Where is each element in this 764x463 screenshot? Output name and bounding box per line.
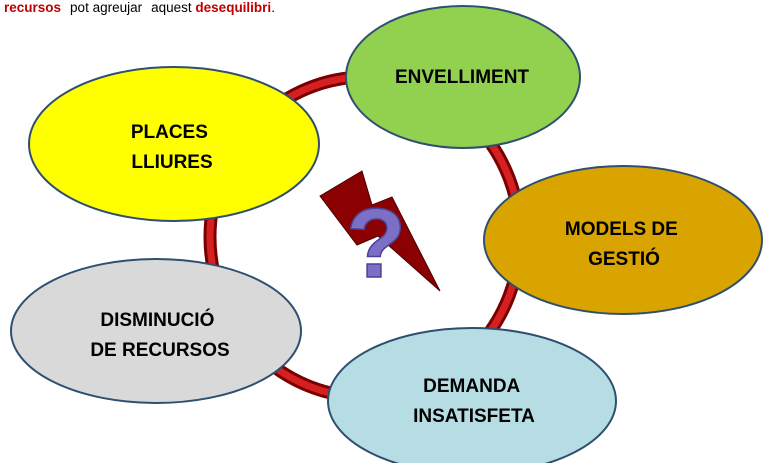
node-places-lliures-label-line1: PLACES [131, 122, 208, 143]
node-places-lliures-label-line2: LLIURES [131, 152, 212, 173]
node-demanda-insatisfeta-shape [327, 327, 617, 463]
node-demanda-insatisfeta: DEMANDA INSATISFETA [327, 327, 617, 463]
node-places-lliures: PLACES LLIURES [28, 66, 320, 222]
intro-sentence: recursos pot agreujar aquest desequilibri. [4, 0, 275, 16]
intro-text-a: pot agreujar [70, 0, 143, 15]
svg-text:DISMINUCIÓ DE RECURSOS: DISMINUCIÓ DE RECURSOS [90, 309, 229, 361]
node-models-gestio: MODELS DE GESTIÓ [483, 165, 763, 315]
node-disminucio-label-line2: DE RECURSOS [90, 340, 229, 361]
node-envelliment: ENVELLIMENT [345, 5, 581, 149]
node-envelliment-shape [345, 5, 581, 149]
svg-text:MODELS DE GESTIÓ: MODELS DE GESTIÓ [565, 219, 683, 270]
node-models-gestio-shape [483, 165, 763, 315]
node-disminucio-label-line1: DISMINUCIÓ [100, 309, 214, 331]
intro-period: . [271, 0, 275, 15]
intro-text-b: aquest [151, 0, 192, 15]
intro-keyword-recursos: recursos [4, 0, 62, 15]
svg-text:ENVELLIMENT: ENVELLIMENT [395, 67, 529, 88]
node-demanda-label-line2: INSATISFETA [413, 406, 535, 427]
node-models-gestio-label-line1: MODELS DE [565, 219, 678, 240]
node-places-lliures-shape [28, 66, 320, 222]
question-mark-icon: ? [346, 188, 406, 298]
node-disminucio-recursos-shape [10, 258, 302, 404]
node-envelliment-label: ENVELLIMENT [395, 67, 529, 88]
intro-keyword-desequilibri: desequilibri [195, 0, 272, 15]
node-demanda-label-line1: DEMANDA [423, 376, 520, 397]
svg-text:DEMANDA INSATISFETA: DEMANDA INSATISFETA [413, 376, 535, 427]
lightning-bolt-icon [319, 170, 441, 292]
node-models-gestio-label-line2: GESTIÓ [588, 248, 660, 270]
svg-text:PLACES LLIURES: PLACES LLIURES [131, 122, 213, 173]
node-disminucio-recursos: DISMINUCIÓ DE RECURSOS [10, 258, 302, 404]
